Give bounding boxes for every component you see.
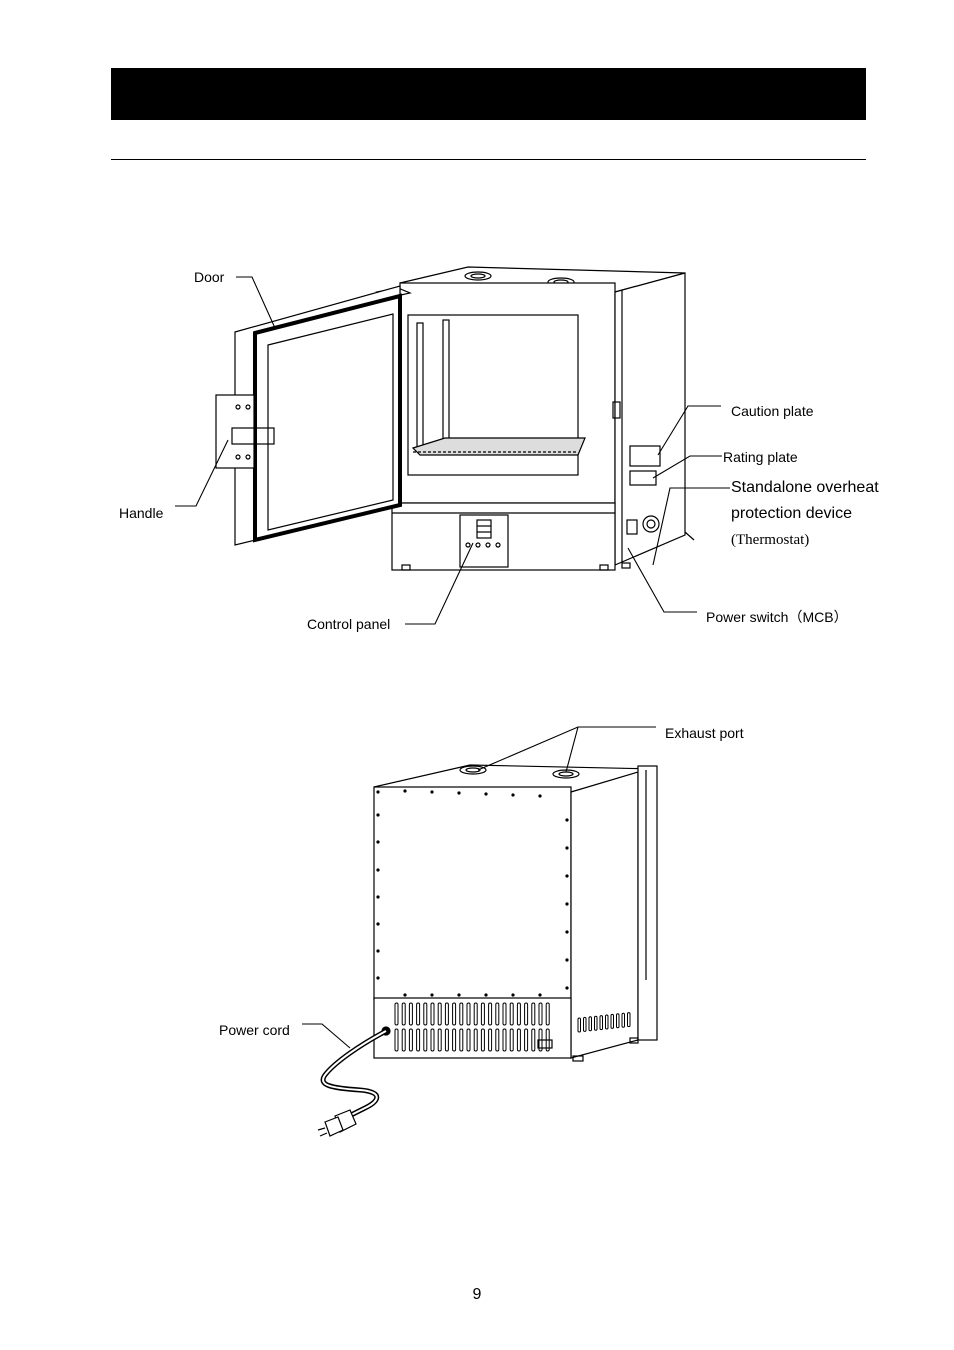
vent-slot: [509, 1028, 514, 1052]
vent-slot: [401, 1002, 406, 1026]
vent-slot: [473, 1028, 478, 1052]
vent-slot: [627, 1012, 631, 1028]
vent-slot: [423, 1002, 428, 1026]
vent-slot: [524, 1028, 529, 1052]
header-bar: [111, 68, 866, 120]
vent-slot: [488, 1028, 493, 1052]
exhaust-port-label: Exhaust port: [665, 725, 744, 741]
vent-slot: [509, 1002, 514, 1026]
vent-slot: [545, 1002, 550, 1026]
vent-slot: [524, 1002, 529, 1026]
section-rule: [111, 159, 866, 160]
vent-slot: [459, 1028, 464, 1052]
thermostat-label-line2: protection device: [731, 505, 852, 522]
vent-slot: [430, 1002, 435, 1026]
vent-slot: [545, 1028, 550, 1052]
rating-plate-label: Rating plate: [723, 449, 798, 465]
vent-slot: [452, 1002, 457, 1026]
vent-slot: [401, 1028, 406, 1052]
vent-slot: [416, 1028, 421, 1052]
vent-slot: [594, 1015, 598, 1031]
vent-slot: [616, 1013, 620, 1029]
vent-slot: [459, 1002, 464, 1026]
vent-slot: [599, 1015, 603, 1031]
vent-slot: [408, 1028, 413, 1052]
vent-slot: [444, 1028, 449, 1052]
vent-slot: [480, 1002, 485, 1026]
vent-slot: [495, 1002, 500, 1026]
vent-slot: [502, 1028, 507, 1052]
vent-slot: [394, 1028, 399, 1052]
vent-slot: [605, 1014, 609, 1030]
vent-slot: [502, 1002, 507, 1026]
vent-slot: [495, 1028, 500, 1052]
vent-slot: [488, 1002, 493, 1026]
vent-slot: [466, 1002, 471, 1026]
vent-slot: [531, 1028, 536, 1052]
caution-plate-label: Caution plate: [731, 403, 814, 419]
control-panel-label: Control panel: [307, 616, 391, 632]
handle-label: Handle: [119, 505, 164, 521]
vent-slot: [610, 1013, 614, 1029]
vent-slot: [588, 1016, 592, 1032]
vent-slot: [416, 1002, 421, 1026]
vent-slot: [437, 1028, 442, 1052]
vent-slot: [621, 1012, 625, 1028]
vent-slot: [444, 1002, 449, 1026]
vent-slot: [583, 1016, 587, 1032]
vent-slot: [394, 1002, 399, 1026]
vent-slot: [473, 1002, 478, 1026]
vent-slot: [437, 1002, 442, 1026]
vent-slot: [408, 1002, 413, 1026]
vent-slot: [430, 1028, 435, 1052]
thermostat-label-line1: Standalone overheat: [731, 479, 879, 496]
vent-slot: [538, 1002, 543, 1026]
vent-slot: [577, 1017, 581, 1033]
page-number: 9: [472, 1286, 482, 1303]
vent-slot: [516, 1002, 521, 1026]
vent-slot: [466, 1028, 471, 1052]
power-cord-label: Power cord: [219, 1022, 290, 1038]
vent-slot: [480, 1028, 485, 1052]
vent-slot: [516, 1028, 521, 1052]
thermostat-label-line3: (Thermostat): [731, 532, 810, 548]
vent-slot: [423, 1028, 428, 1052]
vent-slot: [452, 1028, 457, 1052]
door-label: Door: [194, 269, 225, 285]
power-switch-label: Power switch（MCB）: [706, 609, 848, 625]
vent-slot: [538, 1028, 543, 1052]
vent-slot: [531, 1002, 536, 1026]
